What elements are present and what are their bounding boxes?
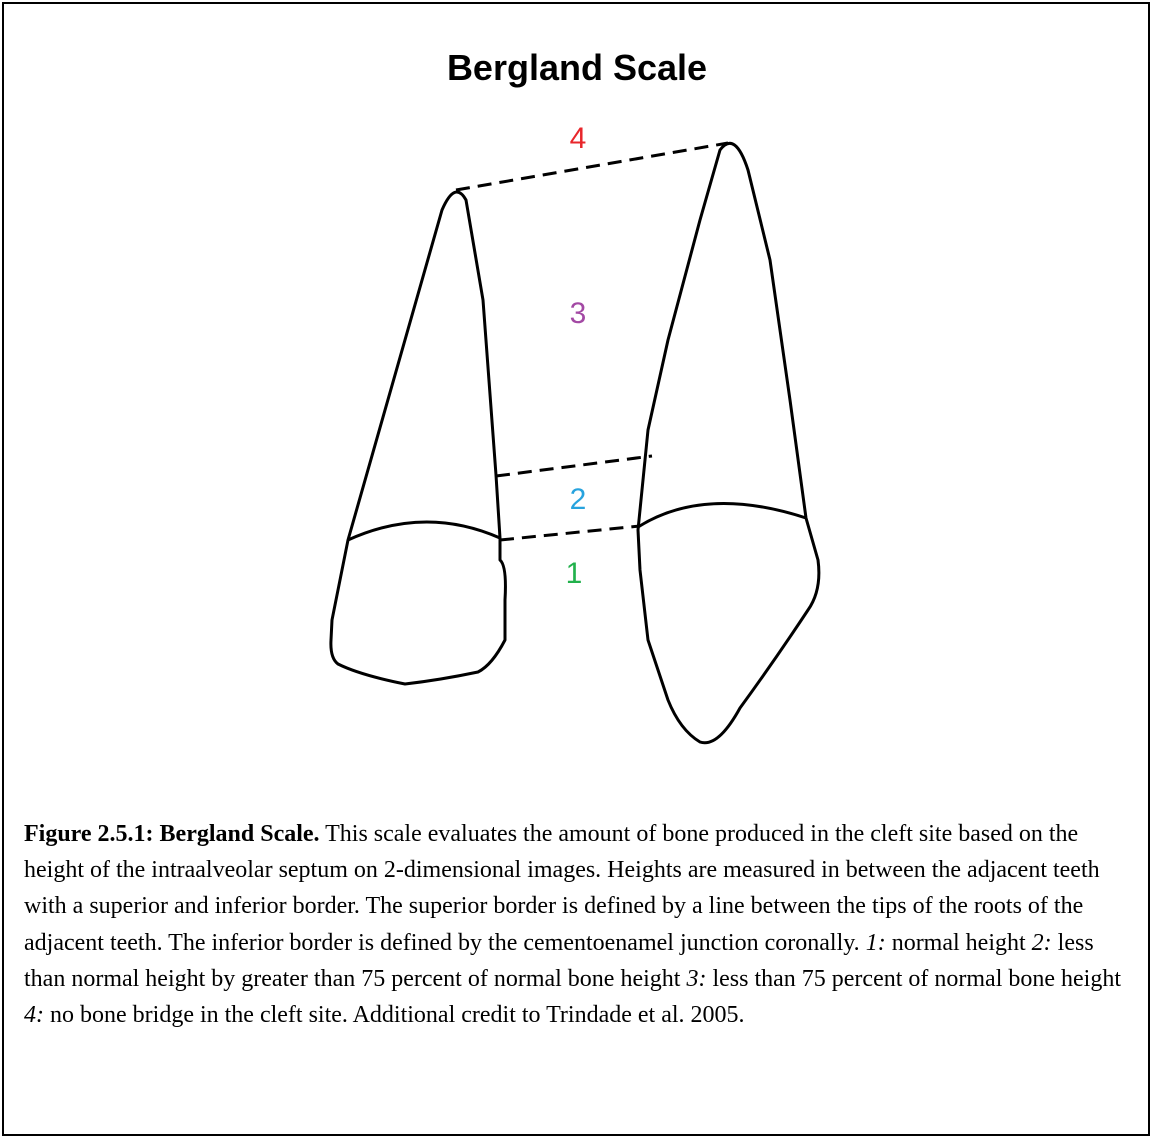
level-1-line <box>499 524 641 542</box>
caption-item-1-text: normal height <box>885 929 1032 956</box>
right-tooth-cej <box>637 501 807 529</box>
level-3-label: 3 <box>570 297 587 330</box>
left-tooth-cej <box>347 520 501 542</box>
bergland-diagram: 4 3 2 1 <box>329 122 821 745</box>
figure-caption: Figure 2.5.1: Bergland Scale. This scale… <box>24 816 1134 1033</box>
caption-item-1-key: 1: <box>865 929 886 956</box>
level-1-label: 1 <box>566 557 583 590</box>
left-tooth-outline <box>329 190 507 686</box>
level-3-line <box>495 454 653 478</box>
figure-title: Bergland Scale <box>446 47 708 88</box>
level-4-line <box>455 141 729 192</box>
caption-item-3-text: less than 75 percent of normal bone heig… <box>706 965 1122 992</box>
caption-item-4-key: 4: <box>24 1002 44 1029</box>
caption-heading: Figure 2.5.1: Bergland Scale. <box>24 821 320 847</box>
caption-item-2-text: less than normal height by greater than … <box>24 929 1094 992</box>
level-2-label: 2 <box>570 483 587 516</box>
caption-item-3-key: 3: <box>686 965 707 992</box>
caption-item-4-text: no bone bridge in the cleft site. Additi… <box>44 1002 745 1029</box>
level-4-label: 4 <box>570 122 587 155</box>
caption-body: This scale evaluates the amount of bone … <box>24 821 1100 956</box>
caption-item-2-key: 2: <box>1031 929 1052 956</box>
right-tooth-outline <box>636 141 821 745</box>
